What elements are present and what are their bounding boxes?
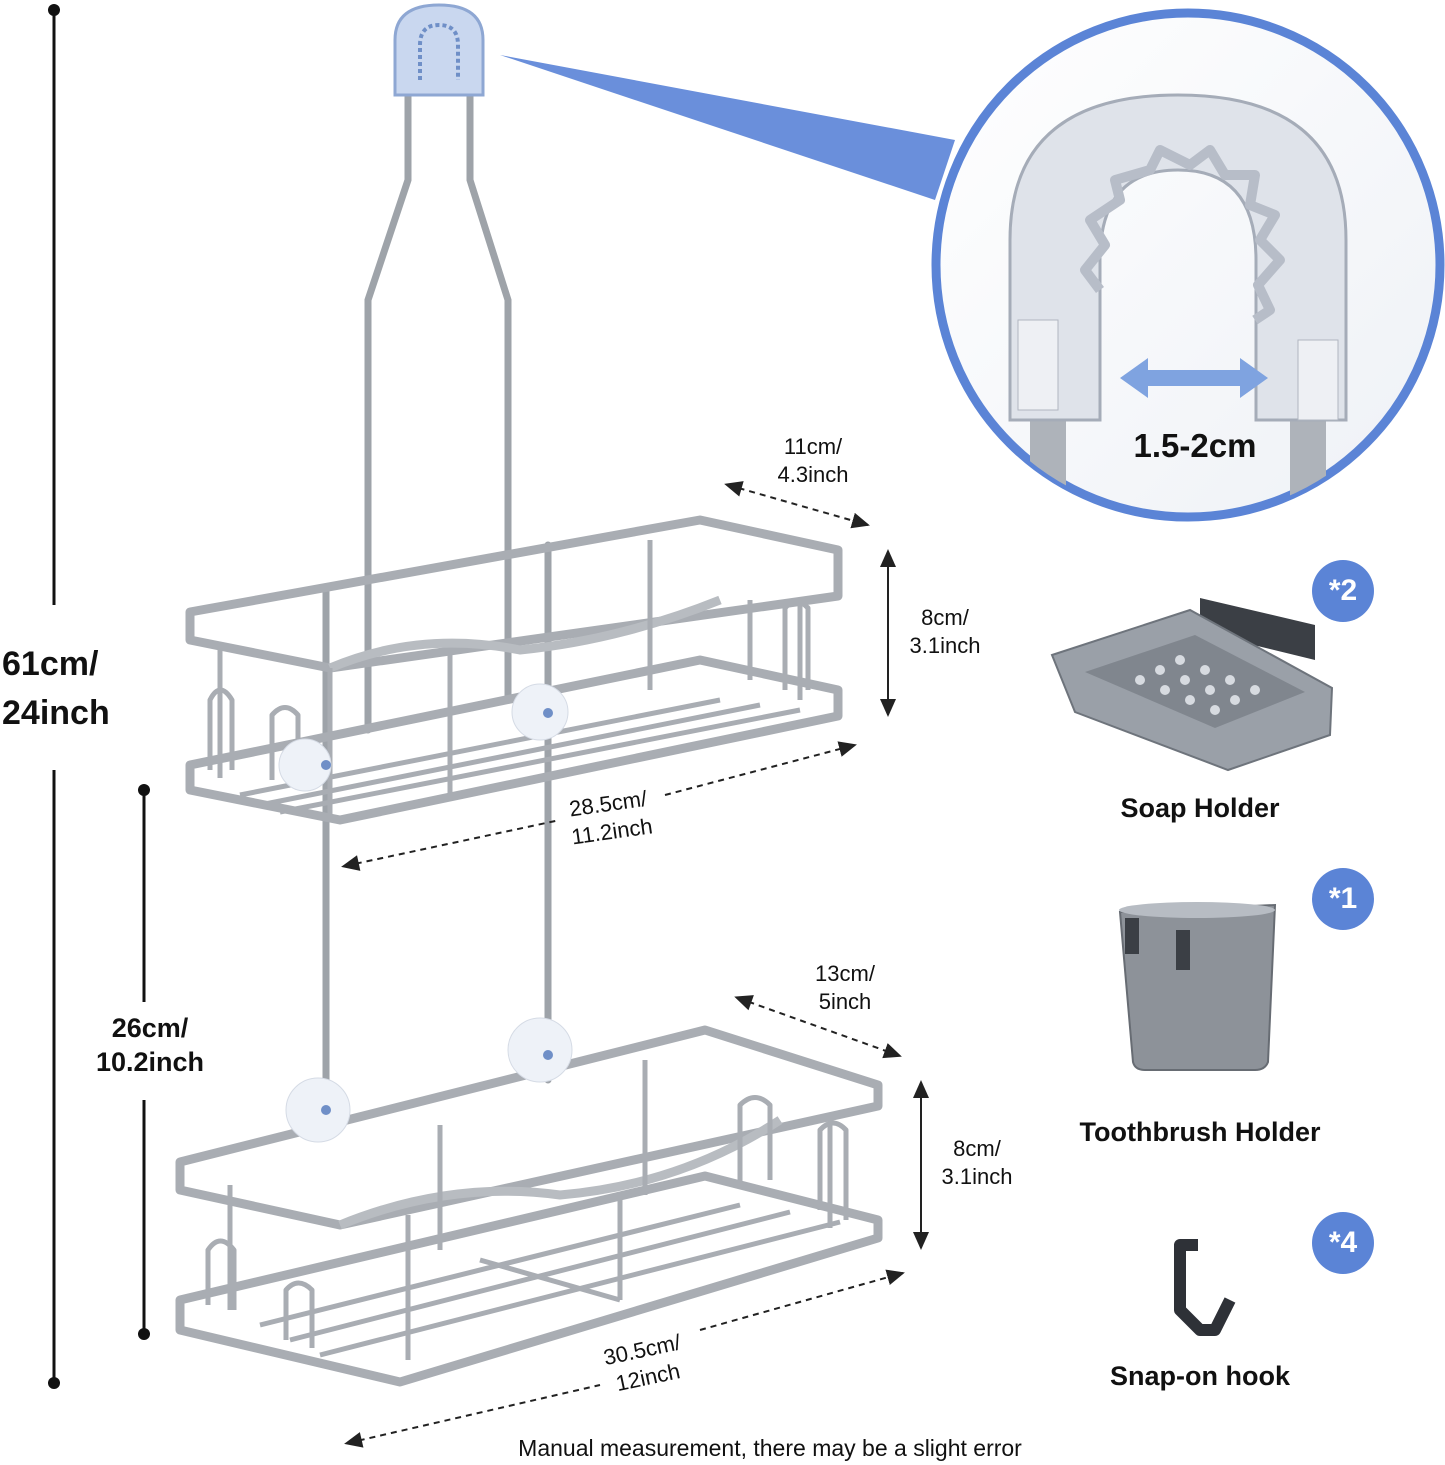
snap-hook-label: Snap-on hook — [1110, 1361, 1290, 1391]
hook-gap-label: 1.5-2cm — [1133, 427, 1257, 464]
zoom-callout-beam — [500, 55, 955, 200]
toothbrush-holder-label: Toothbrush Holder — [1079, 1117, 1321, 1147]
suction-cup — [278, 683, 569, 792]
suction-cup — [285, 1017, 573, 1143]
gap-arrow-icon — [1120, 358, 1268, 398]
lower-shelf — [175, 1025, 883, 1387]
upper-height-cm: 8cm/ — [921, 605, 969, 630]
shelf-gap-label: 26cm/ 10.2inch — [80, 1012, 220, 1080]
snap-hook-qty-badge: *4 — [1312, 1212, 1374, 1274]
upper-depth-label: 11cm/ 4.3inch — [758, 433, 868, 488]
shelf-gap-inch: 10.2inch — [95, 1046, 205, 1077]
hook-zoom-circle — [931, 8, 1445, 522]
snap-hook-icon — [1174, 1239, 1236, 1336]
soap-holder-label: Soap Holder — [1120, 793, 1280, 823]
total-height-label: 61cm/ 24inch — [2, 640, 110, 739]
upper-depth-inch: 4.3inch — [777, 461, 849, 487]
soap-holder-icon — [1050, 598, 1334, 772]
total-height-cm: 61cm/ — [2, 645, 99, 683]
dimension-arrows — [341, 481, 929, 1448]
upper-height-inch: 3.1inch — [909, 632, 981, 658]
upper-depth-cm: 11cm/ — [783, 434, 843, 459]
hook-cap — [393, 3, 485, 97]
lower-depth-inch: 5inch — [818, 988, 872, 1014]
lower-depth-cm: 13cm/ — [815, 961, 875, 986]
measurement-footnote: Manual measurement, there may be a sligh… — [518, 1435, 1022, 1461]
shelf-gap-line — [138, 784, 150, 1340]
lower-height-inch: 3.1inch — [941, 1163, 1013, 1189]
total-height-inch: 24inch — [2, 694, 110, 733]
soap-holder-qty-badge: *2 — [1312, 560, 1374, 622]
toothbrush-cup-icon — [1118, 902, 1277, 1071]
shelf-gap-cm: 26cm/ — [111, 1013, 189, 1043]
hanger-wire — [322, 81, 552, 1134]
lower-depth-label: 13cm/ 5inch — [790, 960, 900, 1015]
toothbrush-holder-qty-badge: *1 — [1312, 868, 1374, 930]
upper-height-label: 8cm/ 3.1inch — [890, 604, 1000, 659]
lower-height-cm: 8cm/ — [953, 1136, 1001, 1161]
total-height-line — [48, 4, 60, 1389]
lower-height-label: 8cm/ 3.1inch — [922, 1135, 1032, 1190]
